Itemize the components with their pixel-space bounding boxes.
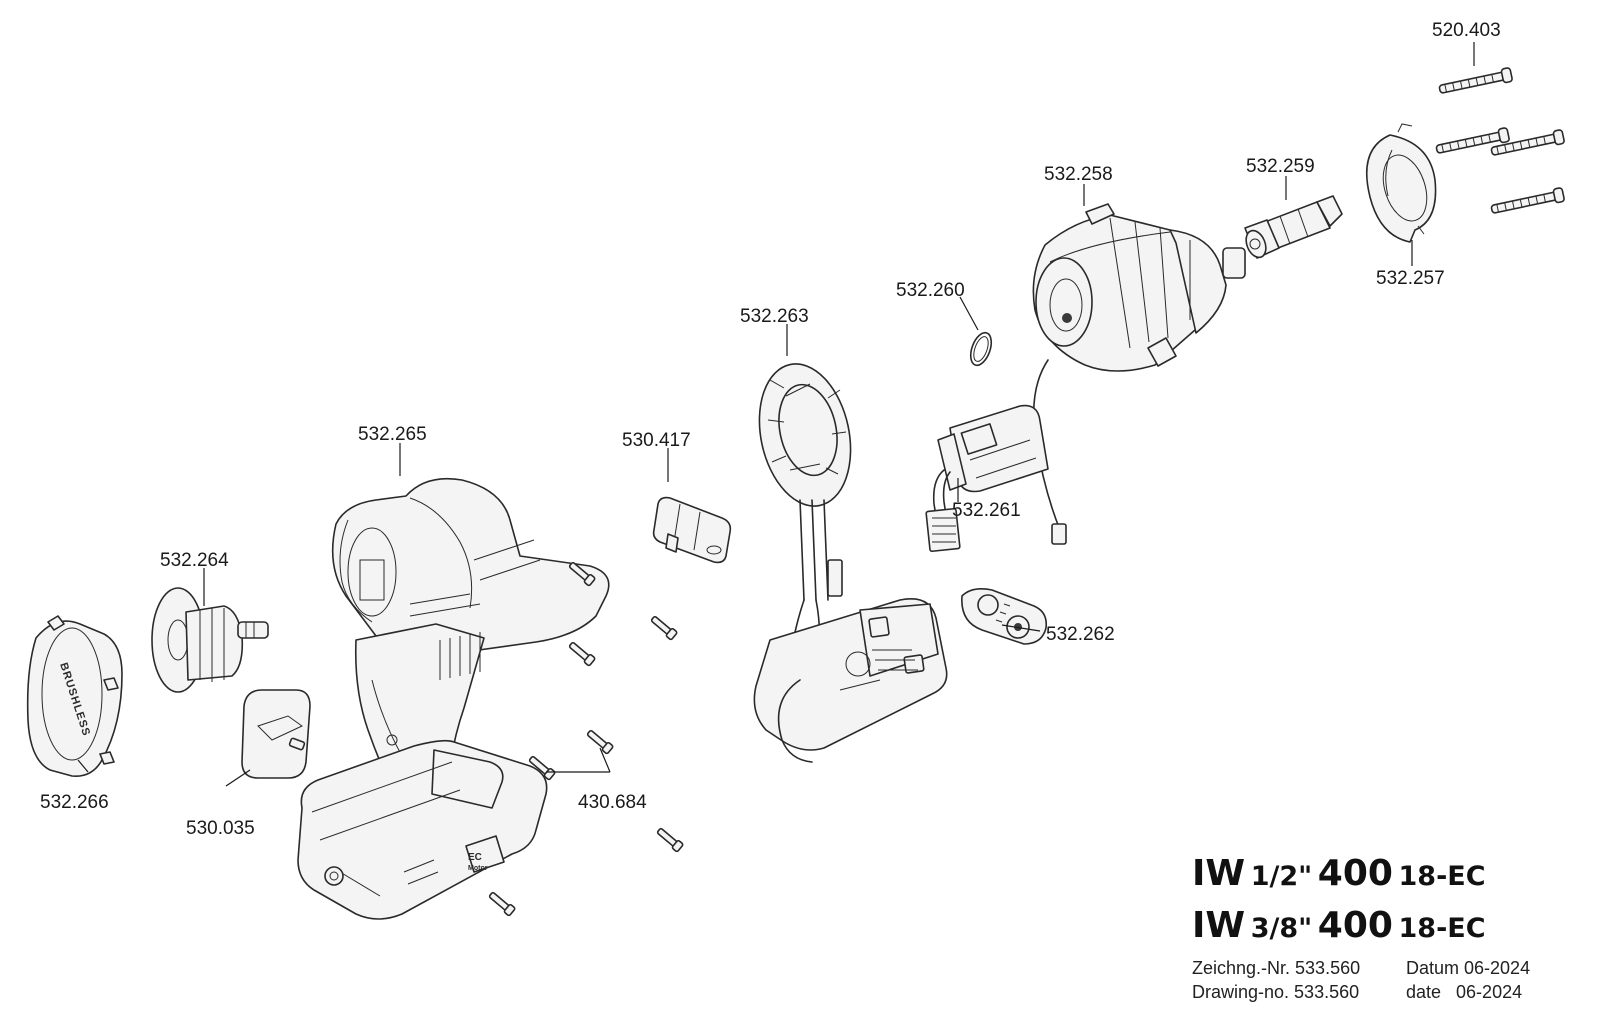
drawing-number-en: Drawing-no. 533.560 <box>1192 982 1360 1002</box>
date-de: Datum 06-2024 <box>1406 958 1531 978</box>
ec-motor-badge-sub: Motor <box>468 865 488 872</box>
model-1-prefix: IW <box>1192 853 1246 894</box>
model-1-size: 1/2" <box>1250 861 1313 892</box>
part-label-532-265: 532.265 <box>358 424 427 445</box>
end-cap-532-266: BRUSHLESS <box>26 615 123 777</box>
part-label-532-264: 532.264 <box>160 550 229 571</box>
model-2-suffix: 18-EC <box>1398 913 1486 944</box>
part-label-532-266: 532.266 <box>40 792 109 813</box>
part-label-520-403: 520.403 <box>1432 20 1501 41</box>
model-line-2: IW 3/8" 400 18-EC <box>1192 900 1592 952</box>
contact-pad-530-417 <box>652 496 732 564</box>
part-label-532-261: 532.261 <box>952 500 1021 521</box>
part-label-532-259: 532.259 <box>1246 156 1315 177</box>
part-label-532-260: 532.260 <box>896 280 965 301</box>
part-label-532-263: 532.263 <box>740 306 809 327</box>
title-block: IW 1/2" 400 18-EC IW 3/8" 400 18-EC Zeic… <box>1192 848 1592 1004</box>
model-line-1: IW 1/2" 400 18-EC <box>1192 848 1592 900</box>
leader-lines <box>77 42 1475 787</box>
main-housing-532-265: EC Motor <box>297 477 610 920</box>
model-2-prefix: IW <box>1192 905 1246 946</box>
model-1-power: 400 <box>1317 853 1393 894</box>
ec-motor-badge: EC <box>468 852 482 863</box>
cover-plate-530-035 <box>241 689 311 779</box>
part-label-530-417: 530.417 <box>622 430 691 451</box>
screw-set-520-403 <box>1435 67 1565 214</box>
model-2-power: 400 <box>1317 905 1393 946</box>
rotor-fan-532-264 <box>151 587 269 693</box>
control-panel-532-262 <box>961 588 1048 645</box>
part-label-532-262: 532.262 <box>1046 624 1115 645</box>
model-1-suffix: 18-EC <box>1398 861 1486 892</box>
drawing-info-german: Zeichng.-Nr. 533.560 Datum 06-2024 <box>1192 956 1592 980</box>
motor-electronics-532-263 <box>753 363 948 763</box>
part-label-530-035: 530.035 <box>186 818 255 839</box>
date-en: date 06-2024 <box>1406 982 1523 1002</box>
gear-housing-532-258 <box>1032 203 1246 545</box>
drawing-info-english: Drawing-no. 533.560 date 06-2024 <box>1192 980 1592 1004</box>
anvil-shaft-532-259 <box>1244 195 1343 259</box>
front-cover-ring-532-257 <box>1366 123 1437 243</box>
trigger-switch-532-261 <box>925 404 1049 553</box>
drawing-number-de: Zeichng.-Nr. 533.560 <box>1192 958 1361 978</box>
o-ring-532-260 <box>969 331 993 367</box>
part-label-532-258: 532.258 <box>1044 164 1113 185</box>
screw-set-430-684 <box>488 562 684 917</box>
model-2-size: 3/8" <box>1250 913 1313 944</box>
part-label-430-684: 430.684 <box>578 792 647 813</box>
part-label-532-257: 532.257 <box>1376 268 1445 289</box>
